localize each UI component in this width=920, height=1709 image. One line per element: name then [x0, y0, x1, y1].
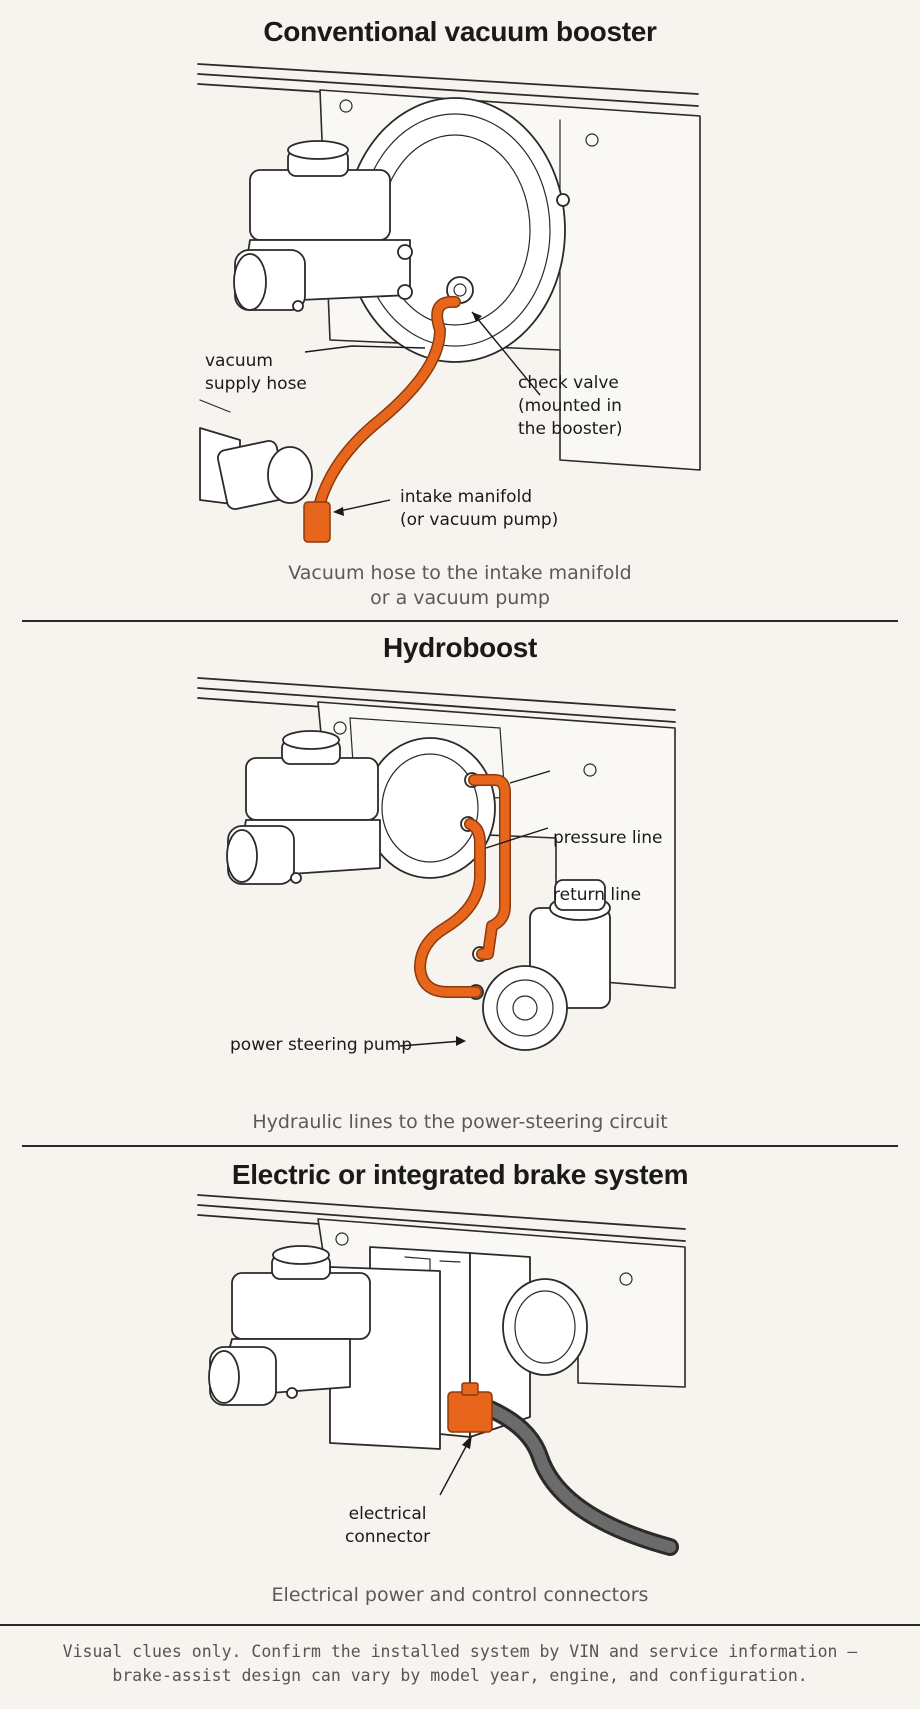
footer-divider: [0, 1624, 920, 1626]
label-vacuum-supply-hose: vacuum supply hose: [205, 351, 307, 394]
pressure-line: [469, 775, 510, 959]
section-vacuum-booster: Conventional vacuum booster: [0, 0, 920, 620]
master-cylinder-reservoir: [245, 757, 379, 821]
footer-note: Visual clues only. Confirm the installed…: [62, 1642, 858, 1685]
caption-vacuum-booster: Vacuum hose to the intake manifold or a …: [288, 562, 632, 609]
label-electrical-connector: electrical connector: [345, 1504, 431, 1547]
label-check-valve: check valve (mounted in the booster): [518, 373, 623, 439]
electric-brake-illustration: [197, 1194, 686, 1556]
section-electric-brake: Electric or integrated brake system elec: [0, 1147, 920, 1625]
section-title-electric-brake: Electric or integrated brake system: [231, 1159, 689, 1190]
section-hydroboost: Hydroboost: [0, 622, 920, 1144]
label-intake-manifold: intake manifold (or vacuum pump): [400, 487, 559, 530]
section-title-hydroboost: Hydroboost: [382, 632, 538, 663]
master-cylinder-reservoir: [231, 1272, 371, 1340]
electrical-connector: [447, 1391, 493, 1433]
vacuum-booster-illustration: [197, 63, 701, 543]
section-title-vacuum-booster: Conventional vacuum booster: [263, 16, 657, 47]
motor: [502, 1278, 588, 1376]
caption-electric-brake: Electrical power and control connectors: [271, 1584, 649, 1606]
return-line: [415, 819, 485, 997]
section-divider: [22, 1145, 898, 1147]
master-cylinder-reservoir: [249, 169, 391, 241]
label-return-line: return line: [553, 885, 642, 905]
section-divider: [22, 620, 898, 622]
power-steering-pump: [482, 965, 568, 1051]
label-power-steering-pump: power steering pump: [230, 1035, 412, 1055]
hydroboost-illustration: [197, 677, 676, 1051]
label-pressure-line: pressure line: [553, 828, 663, 848]
caption-hydroboost: Hydraulic lines to the power-steering ci…: [252, 1111, 668, 1133]
